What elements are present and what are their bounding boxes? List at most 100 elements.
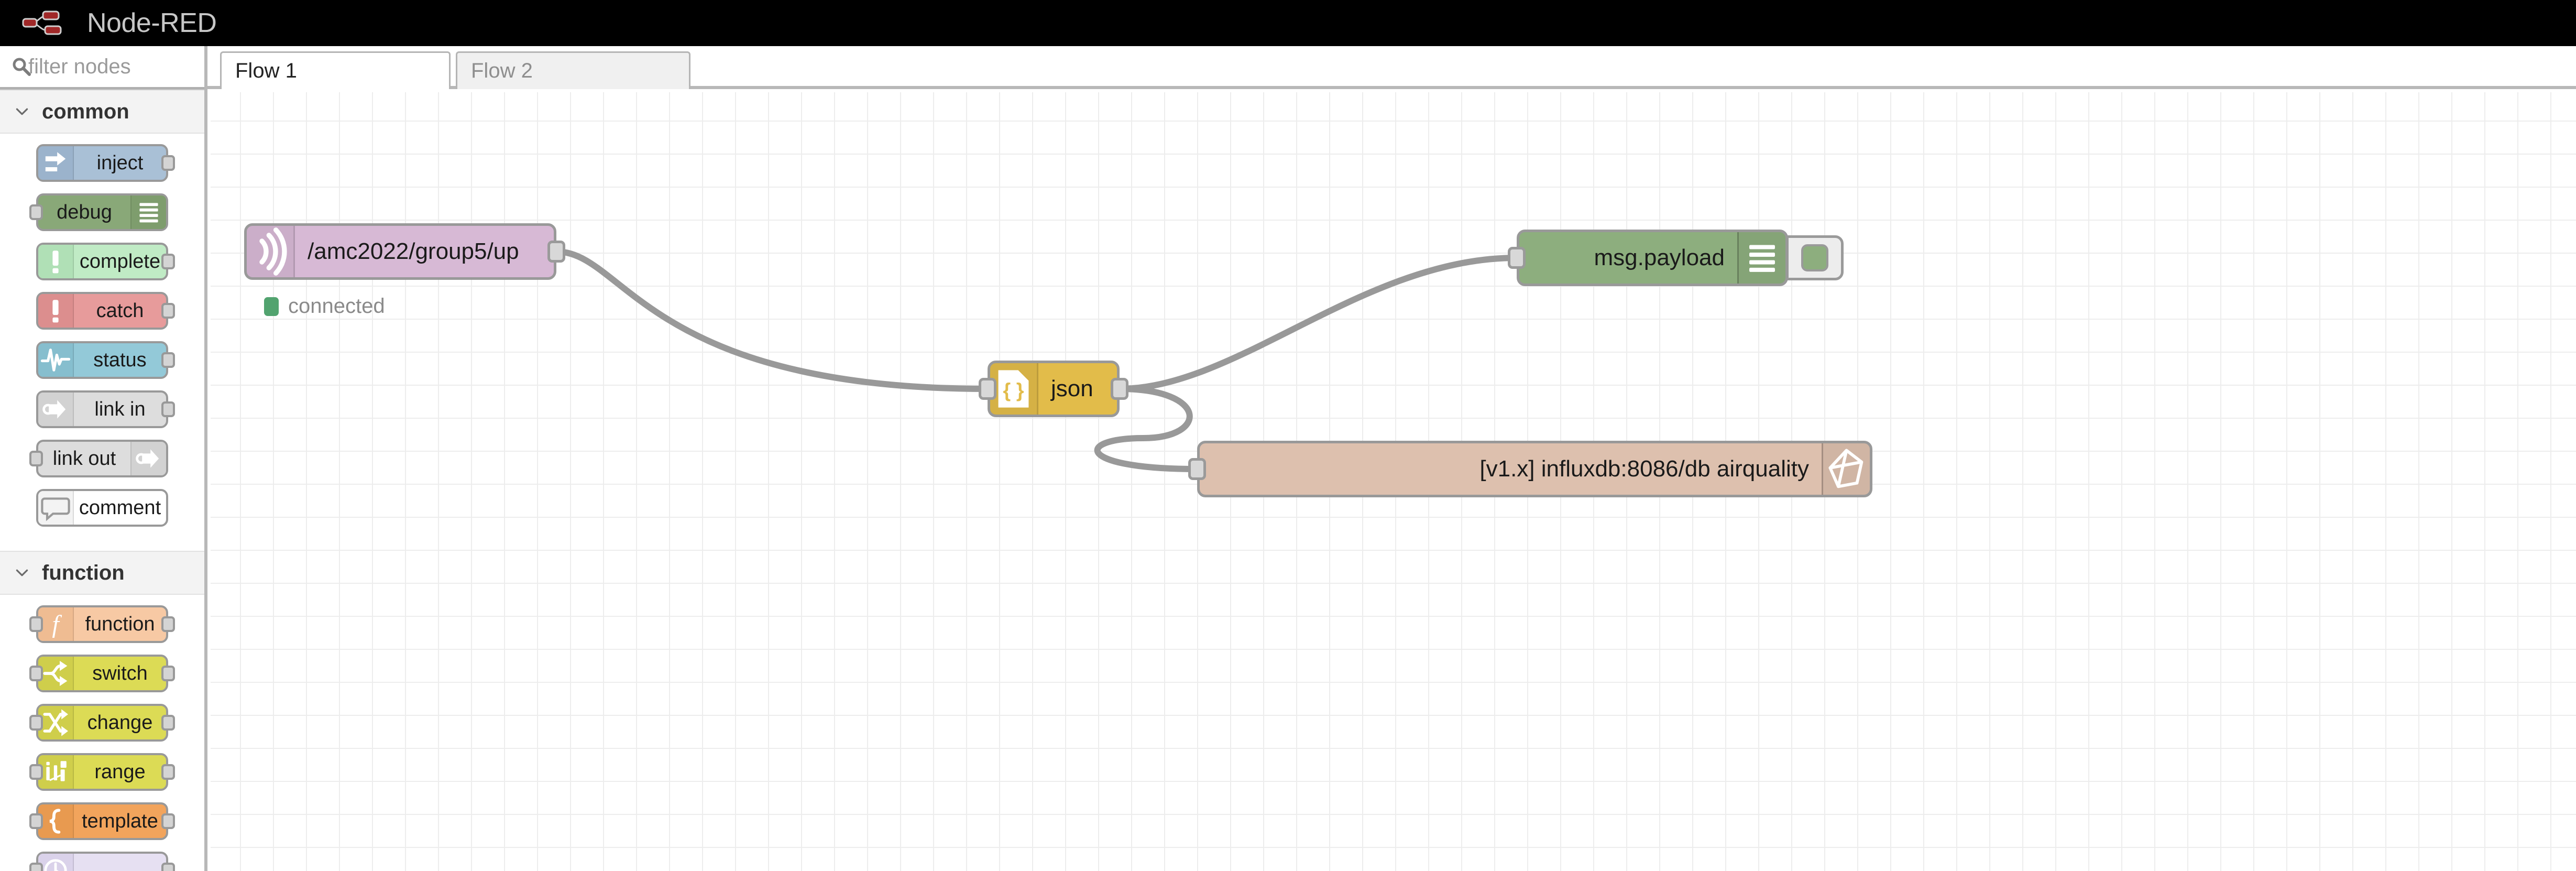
palette-node-input-port[interactable]	[29, 616, 43, 632]
range-icon	[38, 755, 74, 789]
palette-node-input-port[interactable]	[29, 451, 43, 466]
link-out-icon	[130, 442, 166, 475]
exclamation-icon	[38, 294, 74, 328]
palette-node-output-port[interactable]	[161, 352, 175, 368]
flow-node-input-port[interactable]	[1508, 247, 1526, 269]
chevron-down-icon	[14, 103, 30, 120]
palette-node-output-port[interactable]	[161, 715, 175, 731]
palette-node-debug[interactable]: debug	[29, 193, 168, 231]
palette-node-comment[interactable]: comment	[36, 489, 168, 527]
search-input[interactable]	[28, 55, 185, 79]
palette-node-label: status	[93, 349, 147, 371]
mqtt-signal-icon	[259, 227, 287, 276]
tab-flow-1[interactable]: Flow 1	[220, 51, 451, 89]
palette-category-header-function[interactable]: function	[0, 551, 204, 595]
flow-node-label: json	[1051, 376, 1093, 401]
status-label: connected	[288, 295, 385, 318]
palette-node-output-port[interactable]	[161, 666, 175, 681]
palette-node-label: complete	[79, 251, 161, 273]
delay-icon	[38, 854, 74, 871]
flow-node-output-port[interactable]	[1111, 378, 1128, 400]
palette-node-label: link in	[94, 398, 146, 420]
influxdb-logo-icon	[1822, 443, 1870, 495]
flow-tab-bar: Flow 1 Flow 2	[207, 46, 2576, 89]
palette-node-range[interactable]: range	[29, 753, 175, 791]
flow-node-influxdb-out[interactable]: [v1.x] influxdb:8086/db airquality	[1188, 441, 1872, 497]
palette-node-label: function	[85, 613, 155, 635]
palette-node-output-port[interactable]	[161, 813, 175, 829]
palette-node-function[interactable]: f function	[29, 605, 175, 643]
palette-node-label: catch	[96, 300, 144, 322]
palette-node-output-port[interactable]	[161, 254, 175, 269]
palette-node-switch[interactable]: switch	[29, 655, 175, 692]
palette-node-output-port[interactable]	[161, 155, 175, 171]
palette-node-input-port[interactable]	[29, 666, 43, 681]
chevron-down-icon	[16, 569, 28, 576]
palette-node-status[interactable]: status	[36, 341, 175, 379]
link-in-icon	[38, 393, 74, 426]
palette-node-template[interactable]: template	[29, 802, 175, 840]
flow-node-json[interactable]: { } json	[979, 361, 1128, 417]
palette-node-change[interactable]: change	[29, 704, 175, 742]
node-status-mqtt-in: connected	[264, 295, 385, 318]
shuffle-icon	[43, 709, 68, 736]
palette-node-label: change	[87, 712, 153, 734]
palette-node-input-port[interactable]	[29, 813, 43, 829]
palette-node-complete[interactable]: complete	[36, 243, 175, 280]
palette-node-output-port[interactable]	[161, 764, 175, 780]
palette-node-input-port[interactable]	[29, 863, 43, 871]
inject-arrow-icon	[38, 146, 74, 180]
palette-search-row	[0, 46, 204, 90]
palette-node-output-port[interactable]	[161, 303, 175, 319]
brace-icon	[38, 804, 74, 838]
tab-flow-2[interactable]: Flow 2	[456, 51, 690, 89]
palette-node-input-port[interactable]	[29, 204, 43, 220]
node-red-logo-icon	[22, 10, 62, 35]
palette-node-label: switch	[92, 662, 148, 684]
flow-node-input-port[interactable]	[979, 378, 996, 400]
palette-node-input-port[interactable]	[29, 715, 43, 731]
comment-bubble-icon	[41, 497, 70, 521]
tab-flow-2-label: Flow 2	[471, 59, 533, 82]
palette-node-output-port[interactable]	[161, 401, 175, 417]
palette-category-label: function	[42, 561, 125, 584]
palette-node-input-port[interactable]	[29, 764, 43, 780]
hamburger-icon	[1749, 245, 1775, 272]
status-dot-icon	[264, 297, 279, 316]
tab-flow-1-label: Flow 1	[235, 59, 297, 82]
flow-node-label: [v1.x] influxdb:8086/db airquality	[1479, 456, 1809, 482]
palette-node-output-port[interactable]	[161, 863, 175, 871]
shuffle-icon	[38, 706, 74, 739]
flow-node-label: msg.payload	[1594, 245, 1725, 270]
palette-category-body-function: f function switch change range template	[0, 595, 204, 871]
flow-node-debug[interactable]: msg.payload	[1508, 230, 1788, 286]
flow-node-input-port[interactable]	[1188, 458, 1206, 480]
palette-node-label: inject	[96, 152, 144, 174]
flow-node-mqtt-in[interactable]: /amc2022/group5/up	[244, 223, 565, 280]
palette-category-body-common: inject debug complete catch status link in lin…	[0, 134, 204, 551]
palette-node-link-in[interactable]: link in	[36, 390, 175, 428]
f-italic-icon: f	[52, 611, 62, 638]
page-title: Node-RED	[87, 8, 217, 38]
pulse-icon	[40, 349, 71, 372]
palette-node-link-out[interactable]: link out	[29, 440, 168, 477]
json-document-icon: { }	[998, 370, 1029, 408]
hamburger-icon	[139, 203, 158, 223]
palette-node-label: range	[94, 761, 146, 783]
debug-toggle-indicator	[1801, 244, 1828, 271]
chevron-down-icon	[14, 564, 30, 581]
palette-node-output-port[interactable]	[161, 616, 175, 632]
debug-toggle-button[interactable]	[1786, 235, 1844, 280]
flow-node-output-port[interactable]	[547, 241, 565, 263]
palette-node-label: debug	[57, 201, 112, 223]
palette-node-catch[interactable]: catch	[36, 292, 175, 330]
exclamation-icon	[52, 251, 59, 274]
range-icon	[46, 761, 67, 781]
wire-json-to-influxdb	[1094, 386, 1200, 472]
palette-category-header-common[interactable]: common	[0, 90, 204, 134]
palette-node-inject[interactable]: inject	[36, 144, 175, 182]
flow-canvas[interactable]: /amc2022/group5/up { } json msg.payload [v1.…	[211, 92, 2576, 871]
hamburger-icon	[1737, 232, 1785, 284]
chevron-down-icon	[16, 108, 28, 115]
palette-node-unnamed-5[interactable]	[29, 852, 175, 871]
